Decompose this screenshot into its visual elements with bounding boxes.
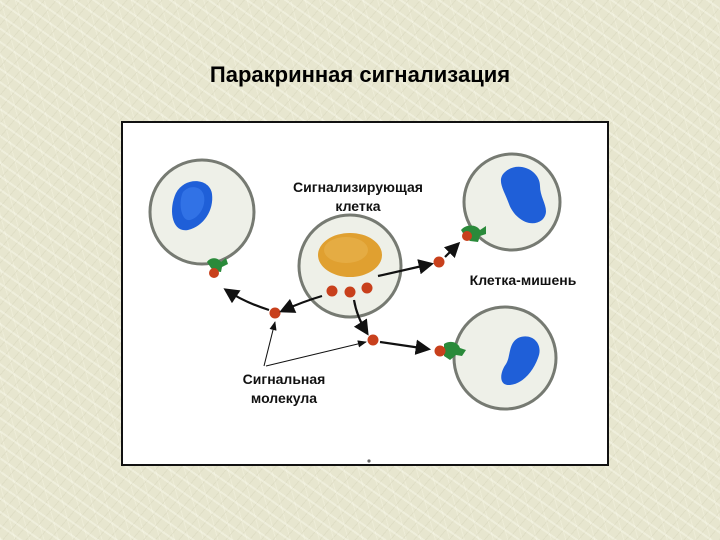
arrow-molecule-down bbox=[352, 299, 369, 336]
stray-dot bbox=[367, 459, 371, 463]
signal-molecule bbox=[269, 307, 281, 319]
arrow-to-bottom-right bbox=[379, 339, 432, 355]
target-cell-label: Клетка-мишень bbox=[469, 272, 577, 288]
signaling-cell-label: Сигнализирующая клетка bbox=[293, 179, 423, 214]
signal-molecule bbox=[361, 282, 373, 294]
label-pointers bbox=[263, 321, 367, 367]
diffusion-arrows bbox=[223, 241, 461, 355]
signal-molecule-label: Сигнальная молекула bbox=[242, 371, 326, 406]
signal-molecule bbox=[344, 286, 356, 298]
receptor-icon bbox=[434, 341, 466, 360]
signaling-cell bbox=[297, 213, 403, 319]
arrow-to-top-left bbox=[223, 288, 270, 312]
arrow-molecule-left bbox=[279, 294, 323, 313]
target-cell-top-right bbox=[461, 152, 562, 252]
target-cell-top-left bbox=[148, 158, 256, 278]
arrow-to-top-right-a bbox=[377, 259, 435, 278]
signal-molecule bbox=[367, 334, 379, 346]
receptor-icon bbox=[461, 225, 486, 242]
arrow-to-top-right-b bbox=[443, 241, 461, 259]
receptor-icon bbox=[207, 258, 228, 278]
signal-molecule bbox=[433, 256, 445, 268]
slide-title: Паракринная сигнализация bbox=[209, 62, 511, 87]
signal-molecule bbox=[326, 285, 338, 297]
target-cell-bottom-right bbox=[434, 305, 558, 411]
